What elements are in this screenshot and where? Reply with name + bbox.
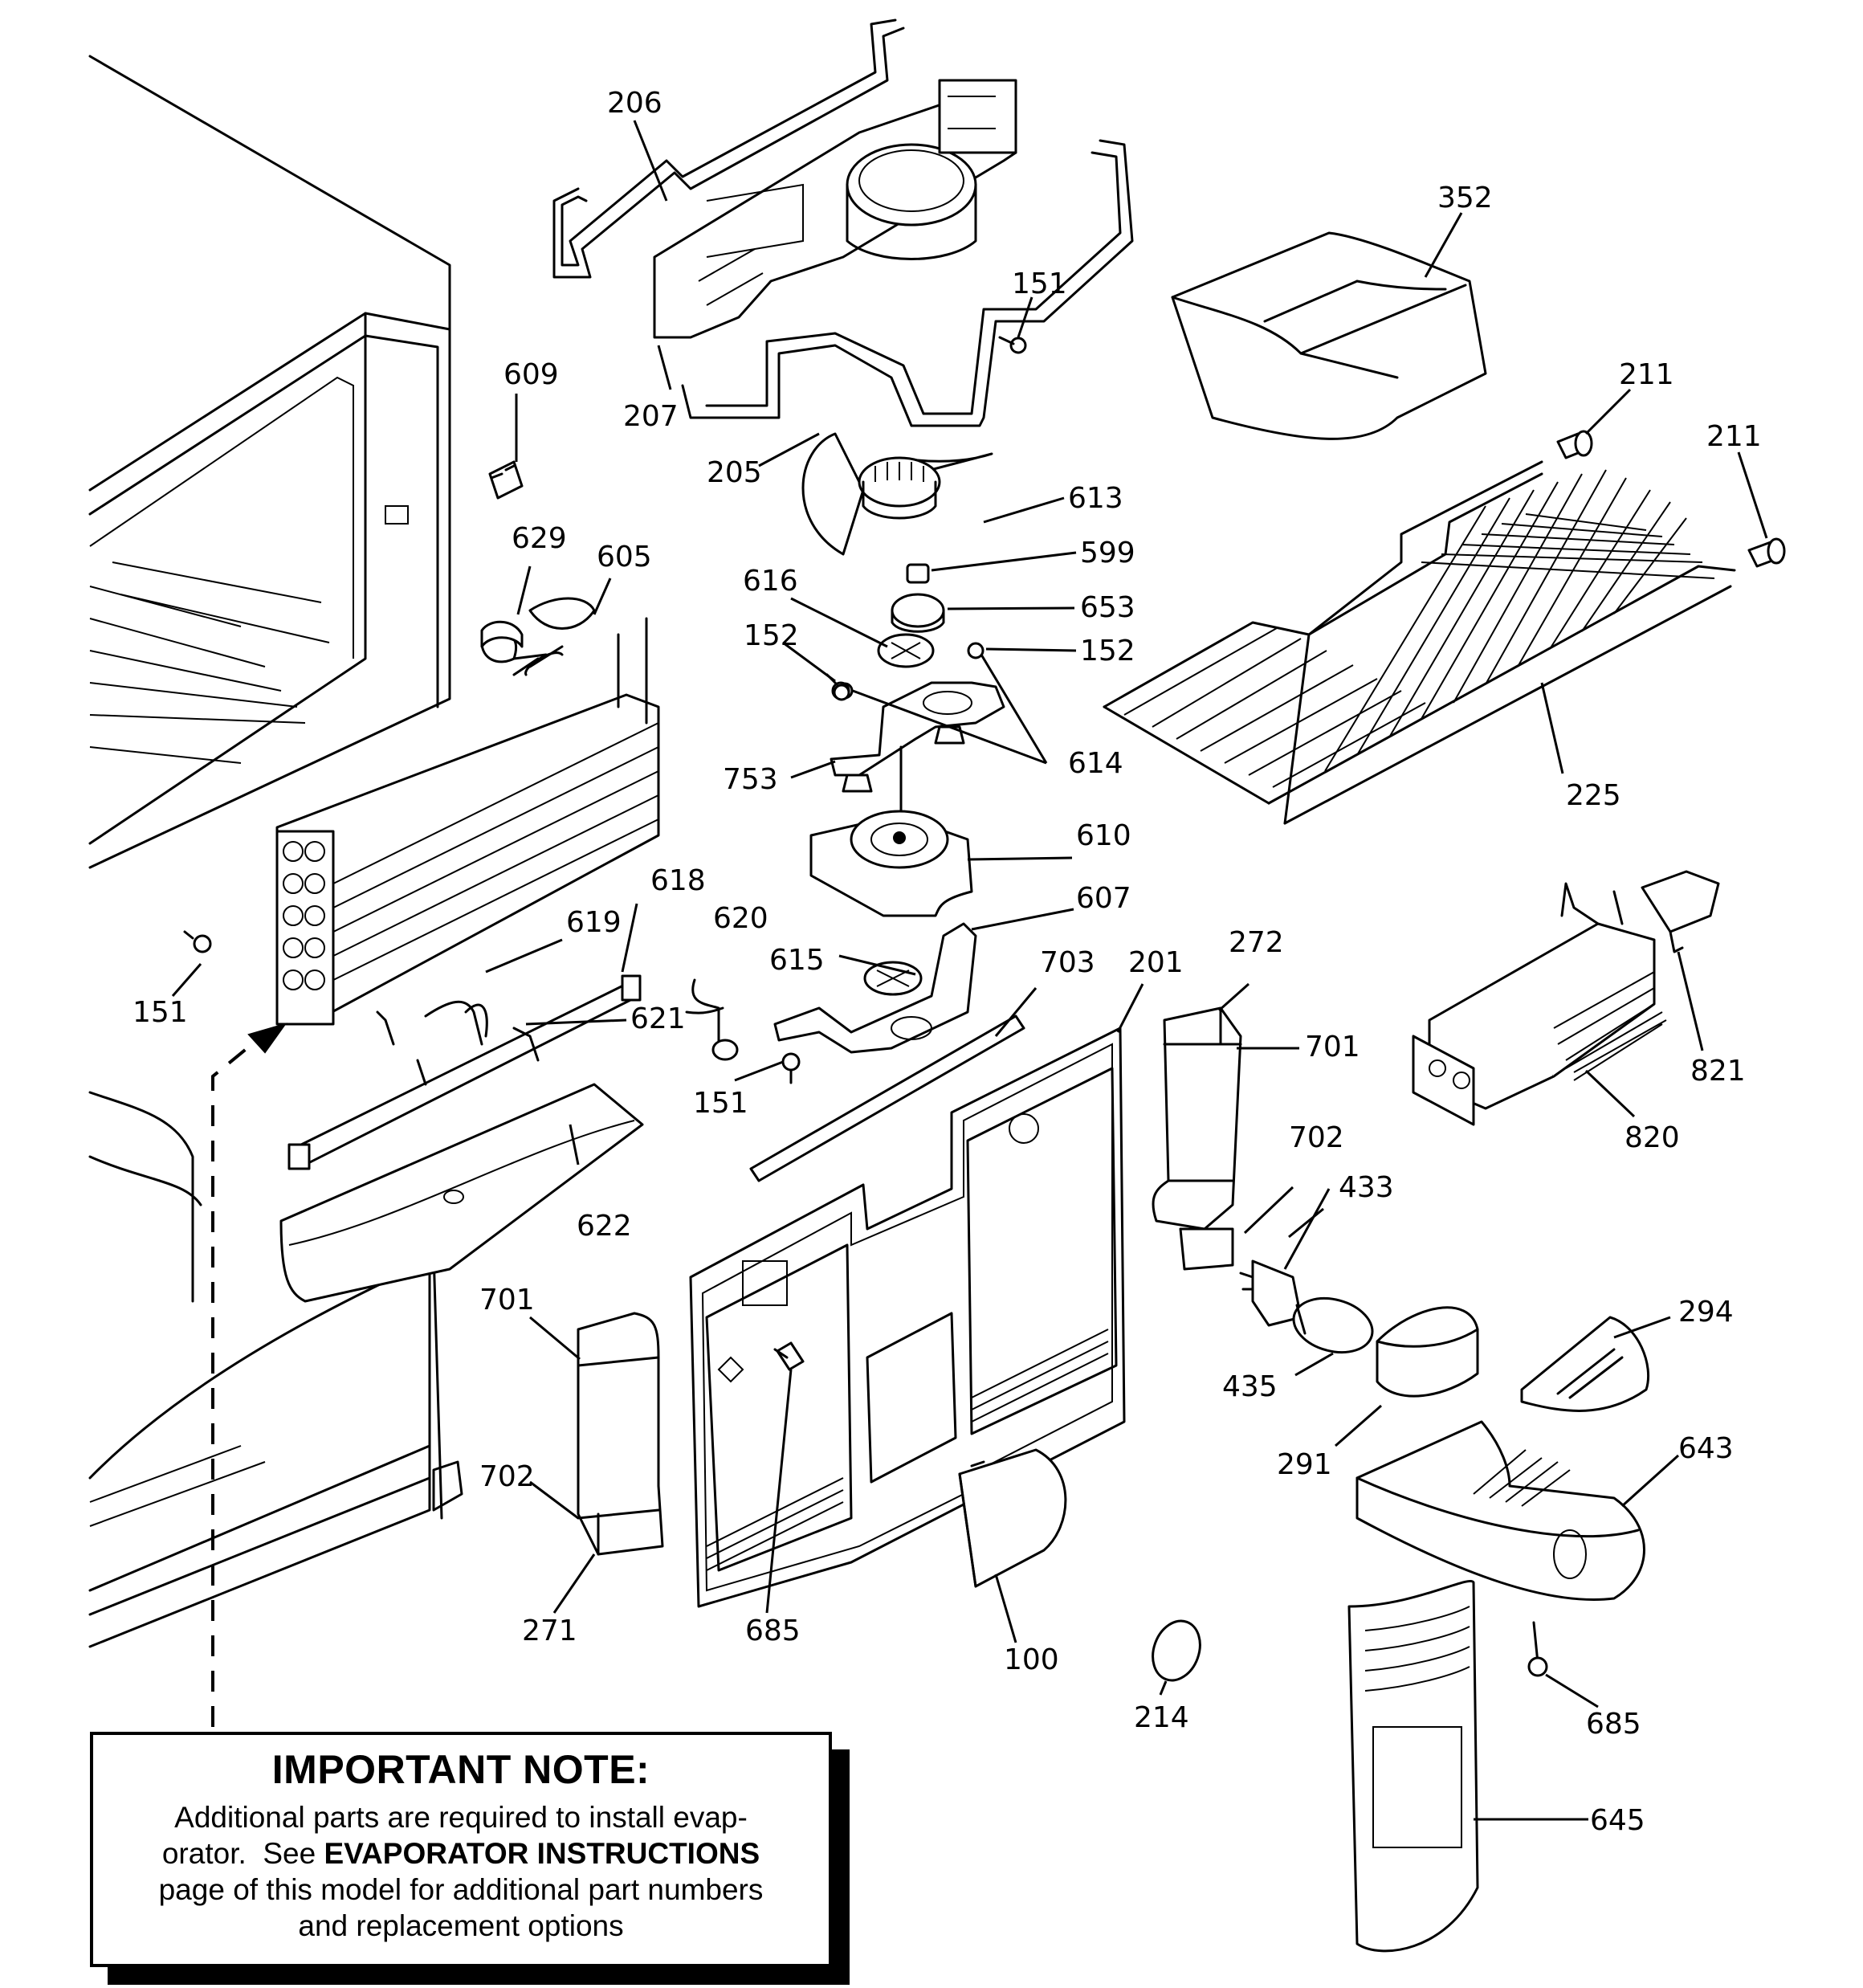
front-cover-645 bbox=[1347, 1580, 1479, 1953]
part-label: 152 bbox=[744, 619, 799, 652]
screw-151-left bbox=[183, 930, 212, 953]
part-label: 201 bbox=[1128, 946, 1184, 979]
wire-frame-205 bbox=[681, 139, 1134, 427]
part-label: 352 bbox=[1437, 182, 1493, 214]
part-label: 152 bbox=[1080, 635, 1135, 667]
part-label: 613 bbox=[1068, 482, 1123, 515]
important-note-box: IMPORTANT NOTE: Additional parts are req… bbox=[90, 1732, 832, 1967]
small-parts-609-629-605 bbox=[480, 460, 564, 676]
part-label: 618 bbox=[650, 864, 706, 897]
note-line-2: orator. See EVAPORATOR INSTRUCTIONS bbox=[93, 1835, 829, 1872]
motor-parts bbox=[685, 563, 1005, 1084]
part-label: 619 bbox=[566, 906, 622, 939]
part-label: 610 bbox=[1076, 819, 1131, 852]
part-label: 214 bbox=[1134, 1701, 1189, 1734]
part-label: 271 bbox=[522, 1614, 577, 1647]
part-label: 621 bbox=[630, 1002, 686, 1035]
part-label: 703 bbox=[1040, 946, 1095, 979]
part-label: 433 bbox=[1339, 1171, 1394, 1204]
part-label: 206 bbox=[607, 87, 662, 120]
part-label: 599 bbox=[1080, 537, 1135, 569]
part-label: 151 bbox=[693, 1087, 748, 1120]
part-label: 291 bbox=[1277, 1448, 1332, 1481]
ice-maker-820 bbox=[1412, 882, 1667, 1126]
part-label: 701 bbox=[1305, 1031, 1360, 1063]
part-label: 609 bbox=[503, 358, 559, 391]
leader-lines bbox=[171, 120, 1768, 1821]
part-label: 272 bbox=[1229, 926, 1284, 959]
part-label: 605 bbox=[597, 541, 652, 574]
part-label: 225 bbox=[1566, 779, 1621, 812]
wire-shelf-225 bbox=[1103, 460, 1736, 825]
ice-bucket-352 bbox=[1171, 231, 1487, 440]
part-label: 620 bbox=[713, 902, 768, 935]
part-label: 629 bbox=[512, 522, 567, 555]
note-title: IMPORTANT NOTE: bbox=[271, 1747, 650, 1792]
fan-blade-613 bbox=[801, 432, 993, 556]
part-label: 702 bbox=[1289, 1121, 1344, 1154]
part-label: 100 bbox=[1004, 1643, 1059, 1676]
duct-100 bbox=[958, 1448, 1067, 1588]
part-label: 685 bbox=[745, 1614, 801, 1647]
part-label: 821 bbox=[1690, 1055, 1746, 1088]
note-evaporator-instructions: EVAPORATOR INSTRUCTIONS bbox=[324, 1837, 760, 1870]
light-socket-433 bbox=[1239, 1259, 1374, 1354]
part-label: 211 bbox=[1619, 358, 1674, 391]
bushing-211-right bbox=[1747, 537, 1786, 568]
part-label: 205 bbox=[707, 456, 762, 489]
part-label: 151 bbox=[132, 996, 188, 1029]
evaporator-assembly bbox=[275, 597, 660, 1303]
part-label: 207 bbox=[623, 400, 679, 433]
part-label: 607 bbox=[1076, 882, 1131, 915]
part-label: 616 bbox=[743, 565, 798, 598]
duct-271 bbox=[577, 1312, 664, 1556]
strip-703 bbox=[749, 1014, 1025, 1182]
bushing-211-left bbox=[1556, 430, 1593, 459]
wire-frame-206 bbox=[552, 18, 905, 279]
note-line-3: page of this model for additional part n… bbox=[158, 1873, 764, 1906]
screw-685-panel bbox=[773, 1341, 805, 1371]
part-label: 614 bbox=[1068, 747, 1123, 780]
cap-214 bbox=[1152, 1619, 1201, 1682]
part-label: 653 bbox=[1080, 591, 1135, 624]
part-labels: 206 352 151 609 207 211 211 205 613 629 … bbox=[132, 87, 1762, 1837]
part-label: 622 bbox=[577, 1210, 632, 1243]
note-line-2-text: orator. See bbox=[161, 1837, 324, 1870]
note-body: Additional parts are required to install… bbox=[93, 1799, 829, 1944]
part-label: 294 bbox=[1678, 1296, 1734, 1329]
part-label: 820 bbox=[1625, 1121, 1680, 1154]
evaporator-arrow bbox=[211, 1023, 287, 1727]
duct-272 bbox=[1152, 1006, 1242, 1271]
screw-151-top bbox=[998, 336, 1027, 354]
fan-housing-207 bbox=[653, 79, 1017, 339]
part-label: 645 bbox=[1590, 1804, 1645, 1837]
part-label: 702 bbox=[479, 1460, 535, 1493]
cover-291 bbox=[1376, 1306, 1479, 1398]
part-label: 685 bbox=[1586, 1708, 1641, 1741]
dispenser-tray-643 bbox=[1355, 1420, 1645, 1602]
part-label: 701 bbox=[479, 1284, 535, 1316]
part-label: 615 bbox=[769, 944, 825, 977]
part-label: 151 bbox=[1012, 267, 1067, 300]
bracket-821 bbox=[1641, 870, 1720, 953]
part-label: 435 bbox=[1222, 1370, 1278, 1403]
note-line-4: and replacement options bbox=[298, 1909, 624, 1942]
screw-685-right bbox=[1527, 1621, 1548, 1677]
part-label: 211 bbox=[1706, 420, 1762, 453]
part-label: 753 bbox=[723, 763, 778, 796]
note-line-1: Additional parts are required to install… bbox=[174, 1801, 748, 1834]
part-label: 643 bbox=[1678, 1432, 1734, 1465]
tray-294 bbox=[1520, 1316, 1650, 1412]
